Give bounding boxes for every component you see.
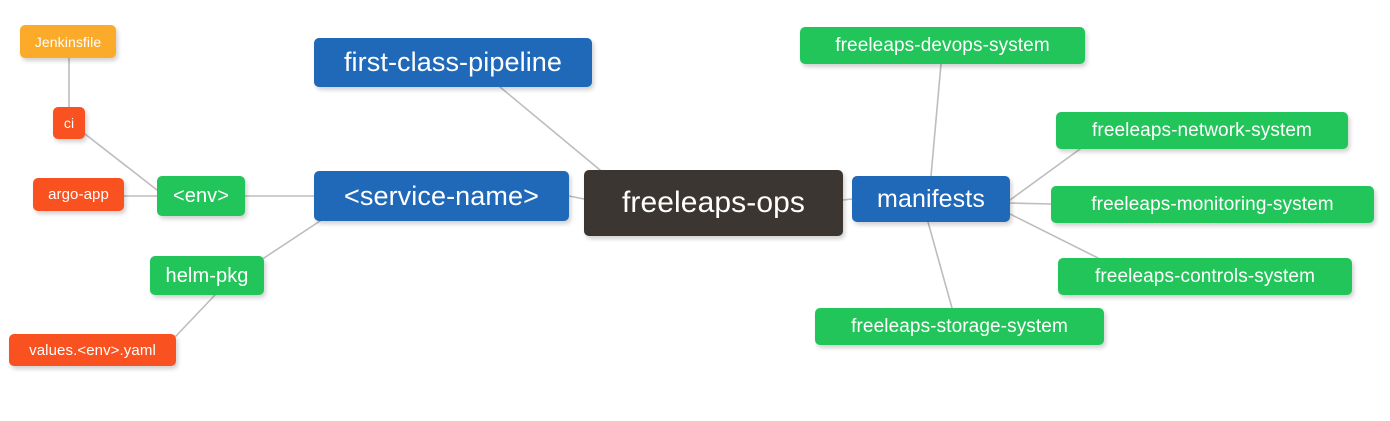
node-label-freeleaps-controls-system: freeleaps-controls-system xyxy=(1094,266,1316,287)
node-freeleaps-devops-system[interactable]: freeleaps-devops-system xyxy=(800,27,1085,64)
node-values-yaml[interactable]: values.<env>.yaml xyxy=(9,334,176,366)
edge-manifests-to-freeleaps-devops-system xyxy=(930,63,942,177)
node-freeleaps-network-system[interactable]: freeleaps-network-system xyxy=(1056,112,1348,149)
node-label-freeleaps-ops: freeleaps-ops xyxy=(621,186,806,219)
node-label-values-yaml: values.<env>.yaml xyxy=(29,341,156,359)
node-freeleaps-storage-system[interactable]: freeleaps-storage-system xyxy=(815,308,1104,345)
node-helm-pkg[interactable]: helm-pkg xyxy=(150,256,264,295)
node-label-freeleaps-devops-system: freeleaps-devops-system xyxy=(835,35,1050,56)
node-label-service-name: <service-name> xyxy=(344,180,539,211)
node-label-jenkinsfile: Jenkinsfile xyxy=(34,33,102,50)
node-ci[interactable]: ci xyxy=(53,107,85,139)
edge-freeleaps-ops-to-manifests xyxy=(842,198,853,201)
edge-values-yaml-to-helm-pkg xyxy=(175,294,216,337)
edge-manifests-to-freeleaps-monitoring-system xyxy=(1009,202,1052,205)
edge-manifests-to-freeleaps-storage-system xyxy=(927,221,953,309)
edge-service-name-to-freeleaps-ops xyxy=(568,195,585,200)
node-label-freeleaps-storage-system: freeleaps-storage-system xyxy=(851,316,1068,337)
node-label-manifests: manifests xyxy=(877,184,985,213)
node-freeleaps-controls-system[interactable]: freeleaps-controls-system xyxy=(1058,258,1352,295)
edge-first-class-pipeline-to-freeleaps-ops xyxy=(499,86,601,171)
node-label-freeleaps-monitoring-system: freeleaps-monitoring-system xyxy=(1091,194,1334,215)
node-label-ci: ci xyxy=(63,115,75,131)
node-env[interactable]: <env> xyxy=(157,176,245,216)
node-label-first-class-pipeline: first-class-pipeline xyxy=(343,47,563,77)
node-argo-app[interactable]: argo-app xyxy=(33,178,124,211)
node-freeleaps-ops[interactable]: freeleaps-ops xyxy=(584,170,843,236)
node-jenkinsfile[interactable]: Jenkinsfile xyxy=(20,25,116,58)
node-label-helm-pkg: helm-pkg xyxy=(165,264,249,287)
node-service-name[interactable]: <service-name> xyxy=(314,171,569,221)
node-label-argo-app: argo-app xyxy=(48,186,109,203)
node-first-class-pipeline[interactable]: first-class-pipeline xyxy=(314,38,592,87)
node-freeleaps-monitoring-system[interactable]: freeleaps-monitoring-system xyxy=(1051,186,1374,223)
node-label-freeleaps-network-system: freeleaps-network-system xyxy=(1092,120,1312,141)
node-manifests[interactable]: manifests xyxy=(852,176,1010,222)
edge-helm-pkg-to-service-name xyxy=(263,220,321,259)
node-label-env: <env> xyxy=(172,185,230,207)
